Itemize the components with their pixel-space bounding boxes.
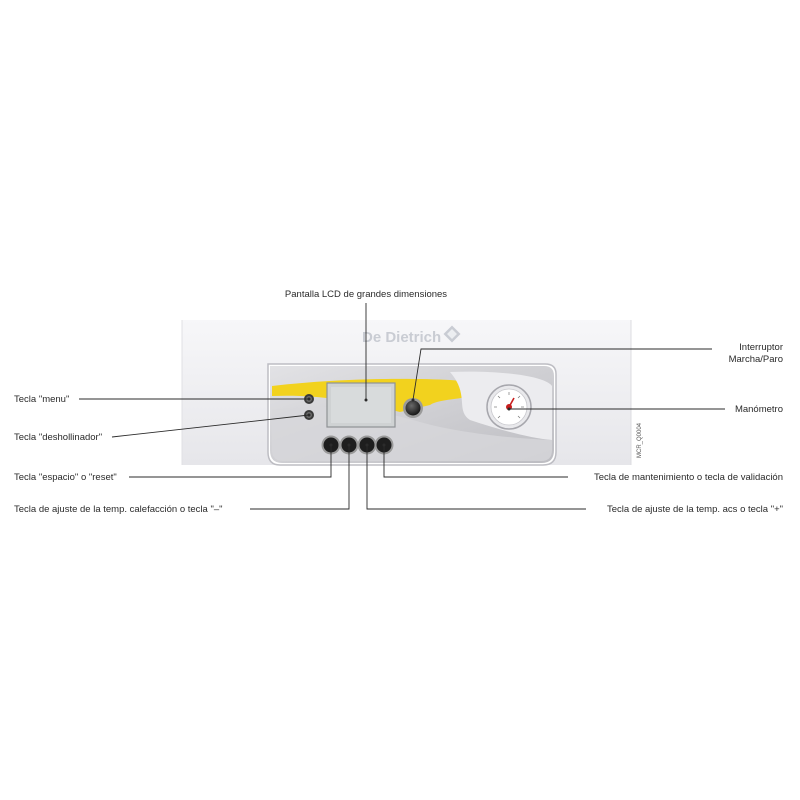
leader-sweep [111,414,310,438]
drawing-code: MCR_Q0004 [637,422,643,458]
callout-labels: Pantalla LCD de grandes dimensiones Inte… [14,289,783,515]
leader-switch [412,348,712,401]
leader-dhw-plus [366,445,586,510]
gauge-ticks [494,392,524,419]
label-space-reset: Tecla "espacio" o "reset" [14,472,117,483]
label-heating-minus: Tecla de ajuste de la temp. calefacción … [14,504,222,515]
leader-heating-minus [250,445,350,510]
diamond-logo-icon [443,325,461,343]
lcd-display [326,382,396,428]
on-off-switch[interactable] [403,398,423,418]
label-lcd: Pantalla LCD de grandes dimensiones [285,289,447,300]
label-sweep: Tecla "deshollinador" [14,432,102,443]
label-switch-line1: Interruptor [739,342,783,353]
leader-maintenance [383,445,568,478]
brand-logo: De Dietrich [362,325,461,346]
brand-name: De Dietrich [362,329,441,346]
label-maintenance-validate: Tecla de mantenimiento o tecla de valida… [594,472,783,483]
leader-lines [79,303,725,510]
leader-space-reset [129,445,332,478]
label-dhw-plus: Tecla de ajuste de la temp. acs o tecla … [607,504,783,515]
label-menu: Tecla "menu" [14,394,69,405]
label-switch-line2: Marcha/Paro [729,354,783,365]
pressure-gauge [486,384,532,430]
label-manometer: Manómetro [735,404,783,415]
